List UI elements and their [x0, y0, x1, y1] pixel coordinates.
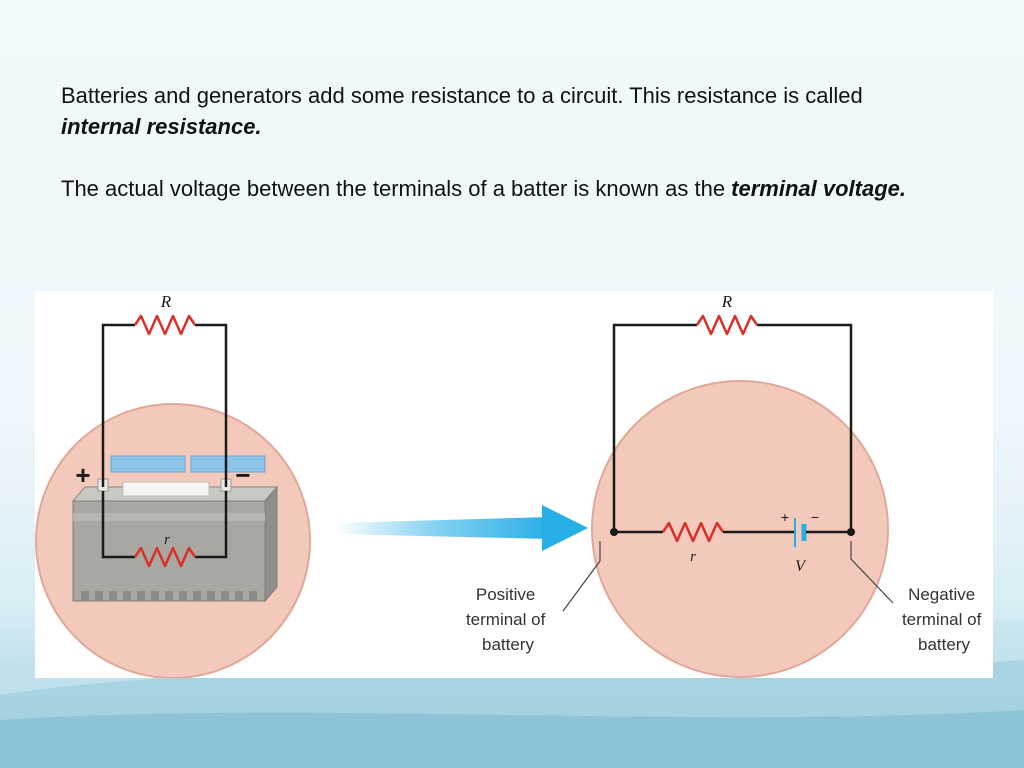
term-terminal-voltage: terminal voltage.: [731, 176, 907, 201]
left-circuit-wire-right: [195, 323, 228, 487]
positive-terminal-dot: [610, 528, 618, 536]
negative-label-line-1: Negative: [908, 585, 975, 604]
battery-cap-left: [110, 455, 186, 473]
cell-plus-label: +: [781, 509, 789, 525]
right-panel: R r + − V Positive terminal of battery N…: [466, 292, 986, 678]
left-label-R: R: [160, 292, 172, 311]
term-internal-resistance: internal resistance.: [61, 114, 262, 139]
right-circuit-wire-right: [757, 323, 853, 532]
left-plus-sign: +: [75, 460, 90, 490]
negative-leader-line: [850, 541, 894, 604]
negative-terminal-dot: [847, 528, 855, 536]
paragraph1-text: Batteries and generators add some resist…: [61, 83, 863, 108]
battery-band: [73, 513, 265, 521]
right-label-r: r: [690, 549, 696, 565]
right-resistor-R: [695, 314, 759, 336]
voltage-label-V: V: [795, 558, 807, 575]
zoom-arrow: [335, 505, 588, 551]
battery-label-plate: [122, 481, 210, 497]
right-resistor-r: [661, 521, 725, 543]
left-minus-sign: −: [235, 460, 250, 490]
negative-label-line-2: terminal of: [902, 610, 982, 629]
cell-minus-label: −: [811, 509, 819, 525]
positive-label-line-1: Positive: [476, 585, 536, 604]
right-magnifier-circle: [591, 380, 889, 678]
internal-resistance-figure: R r + − R r + −: [35, 291, 993, 678]
arrow-head: [542, 505, 588, 551]
left-internal-wire-left: [101, 491, 135, 559]
slide-text: Batteries and generators add some resist…: [61, 80, 941, 204]
arrow-shaft: [335, 517, 550, 539]
positive-label-line-2: terminal of: [466, 610, 546, 629]
paragraph-terminal-voltage: The actual voltage between the terminals…: [61, 173, 941, 204]
battery-side: [264, 485, 278, 603]
right-circuit-wire-left: [612, 323, 697, 532]
negative-label-line-3: battery: [918, 635, 970, 654]
battery-cap-right: [190, 455, 266, 473]
negative-terminal-label: Negative terminal of battery: [902, 585, 986, 654]
left-internal-wire-right: [195, 491, 228, 559]
left-circuit-wire: [101, 323, 135, 487]
left-resistor-r: [133, 546, 197, 568]
paragraph-internal-resistance: Batteries and generators add some resist…: [61, 80, 941, 142]
left-label-r: r: [164, 532, 170, 548]
positive-label-line-3: battery: [482, 635, 534, 654]
left-panel: R r + −: [35, 292, 311, 678]
right-label-R: R: [721, 292, 733, 311]
battery-ribs: [81, 591, 257, 601]
paragraph2-text: The actual voltage between the terminals…: [61, 176, 732, 201]
car-battery: [71, 455, 279, 603]
figure-canvas: R r + − R r + −: [35, 292, 986, 678]
positive-leader-line: [562, 541, 601, 612]
left-resistor-R: [133, 314, 197, 336]
positive-terminal-label: Positive terminal of battery: [466, 585, 550, 654]
